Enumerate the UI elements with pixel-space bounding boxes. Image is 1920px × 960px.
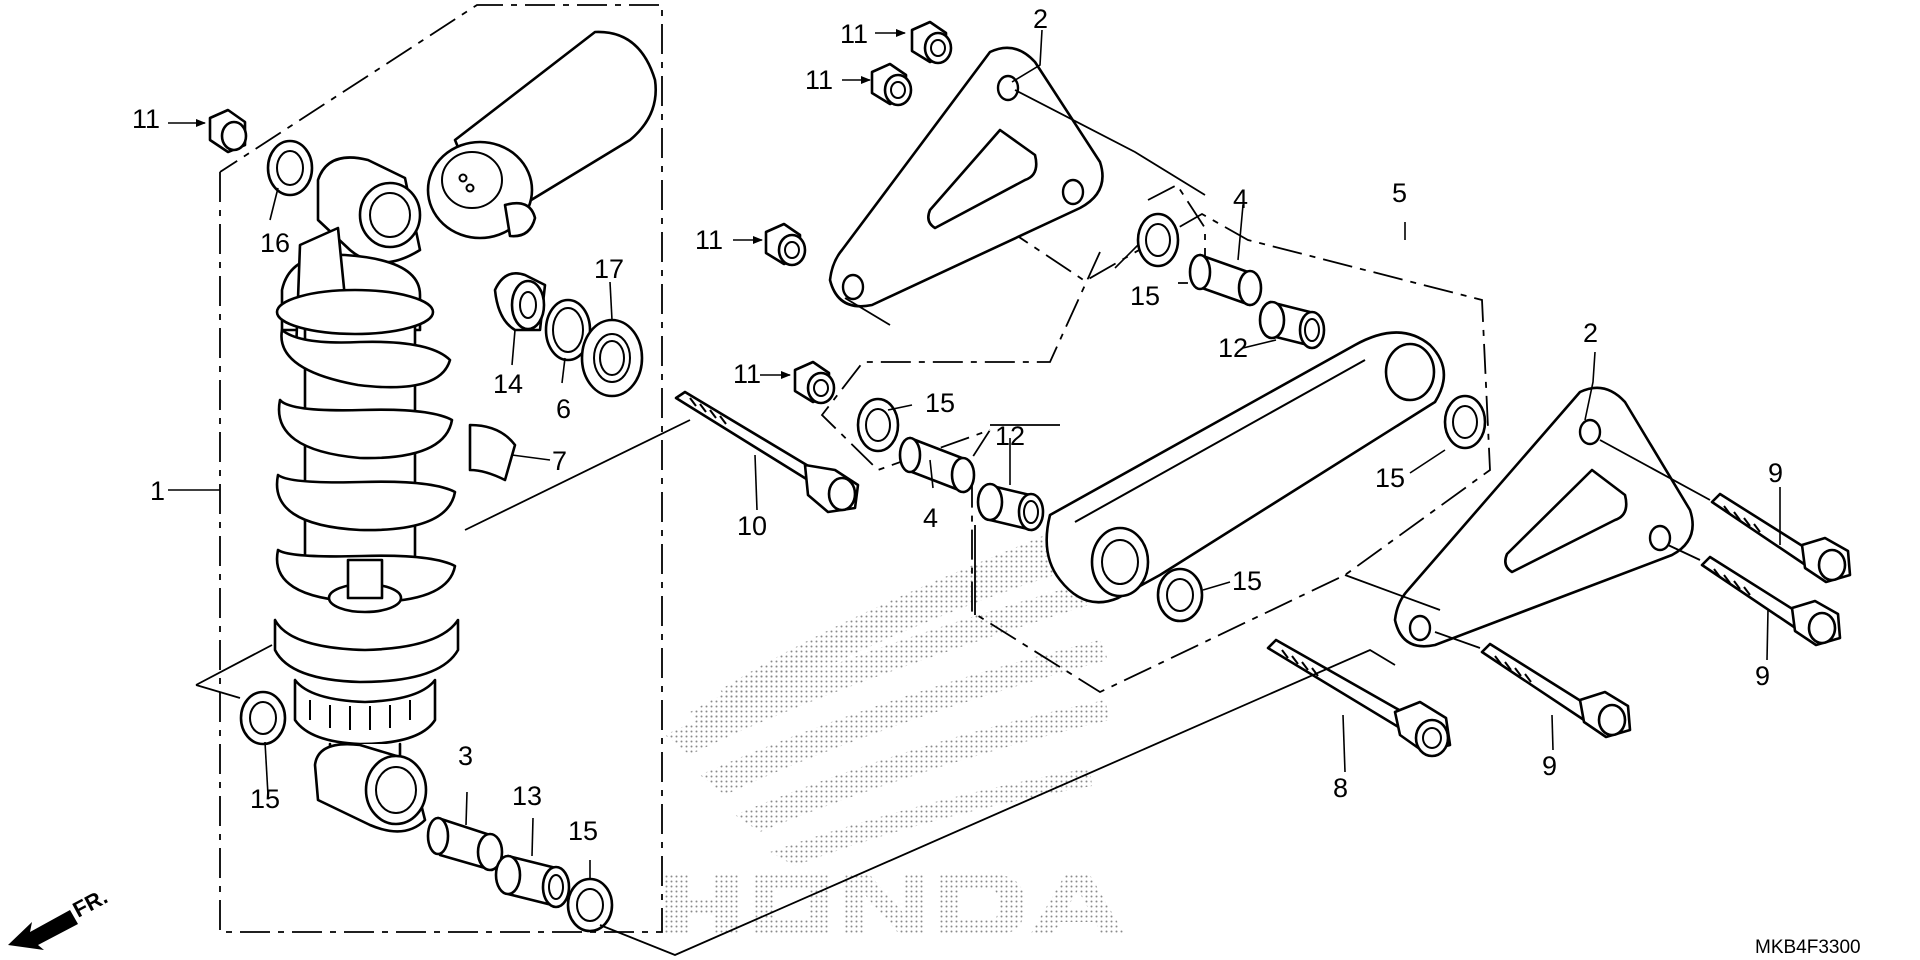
part-10-bolt — [674, 390, 860, 514]
callout-9-right-top: 9 — [1768, 458, 1783, 488]
callout-10: 10 — [737, 511, 767, 541]
callout-3: 3 — [458, 741, 473, 771]
part-11-nut-lower — [793, 360, 836, 405]
part-4-collar-lower — [898, 436, 976, 494]
callout-6: 6 — [556, 394, 571, 424]
callout-14: 14 — [493, 369, 523, 399]
part-15-washer-lower-left — [239, 690, 287, 746]
assembly-outline-link — [957, 209, 1491, 694]
callout-15-group: 15 — [925, 388, 955, 418]
part-9-bolt-lower — [1480, 642, 1632, 739]
callout-8: 8 — [1333, 773, 1348, 803]
part-11-nut-top-left — [208, 108, 248, 154]
callout-4-lower: 4 — [923, 503, 938, 533]
callout-7: 7 — [552, 446, 567, 476]
callout-1: 1 — [150, 476, 165, 506]
callout-11-top: 11 — [840, 19, 868, 49]
part-13-bearing — [494, 854, 571, 909]
callout-16: 16 — [260, 228, 290, 258]
part-15-washer-link-top — [1136, 212, 1180, 268]
callout-12-upper: 12 — [1218, 333, 1248, 363]
part-12-bearing-lower — [976, 482, 1045, 532]
part-17-seal — [580, 318, 644, 398]
part-2-plate-lower — [1393, 386, 1694, 648]
honda-text-watermark — [665, 875, 1125, 935]
callout-15-upper: 15 — [1130, 281, 1160, 311]
part-11-nut-top — [910, 20, 953, 65]
callout-5: 5 — [1392, 178, 1407, 208]
part-11-nut-middle — [764, 222, 807, 267]
assembly-lines — [195, 89, 1711, 956]
callout-17: 17 — [594, 254, 624, 284]
callout-11-top-left: 11 — [132, 104, 160, 134]
callout-11-middle: 11 — [695, 225, 723, 255]
part-11-nut-second — [870, 62, 913, 107]
part-15-washer-link-right — [1443, 394, 1487, 450]
honda-wing-watermark — [665, 520, 1110, 866]
part-16-washer — [266, 139, 314, 197]
part-9-bolt-right-bottom — [1700, 555, 1842, 647]
part-15-washer-link-bottom — [1156, 567, 1204, 623]
callout-15-center: 15 — [568, 816, 598, 846]
callout-2-upper: 2 — [1033, 4, 1048, 34]
callout-13: 13 — [512, 781, 542, 811]
front-direction-arrow: FR. — [8, 884, 112, 950]
callout-15-link-bottom: 15 — [1232, 566, 1262, 596]
part-6-circlip — [544, 298, 592, 362]
part-15-washer-lower-center — [566, 877, 614, 933]
part-12-bearing-top — [1258, 300, 1326, 350]
callout-11-second: 11 — [805, 65, 833, 95]
callout-9-lower: 9 — [1542, 751, 1557, 781]
callout-4-upper: 4 — [1233, 184, 1248, 214]
diagram-code: MKB4F3300 — [1755, 937, 1861, 958]
part-5-link — [1045, 331, 1446, 604]
rear-shock-absorber — [273, 30, 657, 833]
part-14-bushing — [493, 272, 547, 332]
front-indicator-label: FR. — [69, 884, 112, 923]
callout-15-link-right: 15 — [1375, 463, 1405, 493]
part-4-collar-top — [1188, 253, 1263, 307]
group-outline-collar-left — [820, 251, 1101, 472]
callout-15-left: 15 — [250, 784, 280, 814]
callout-11-lower: 11 — [733, 359, 761, 389]
callout-2-lower: 2 — [1583, 318, 1598, 348]
leader-lines — [168, 29, 1781, 880]
part-15-washer-group-left — [856, 397, 900, 453]
part-3-collar — [426, 816, 504, 872]
callout-12-lower: 12 — [995, 421, 1025, 451]
assembly-outline-shock — [219, 4, 663, 933]
part-7-label — [468, 423, 517, 482]
part-9-bolt-right-top — [1710, 492, 1852, 584]
callout-9-right-bottom: 9 — [1755, 661, 1770, 691]
part-8-bolt — [1266, 638, 1452, 758]
callout-labels: 1 2 2 3 4 4 5 6 7 8 9 9 9 10 11 11 11 11… — [132, 4, 1783, 846]
